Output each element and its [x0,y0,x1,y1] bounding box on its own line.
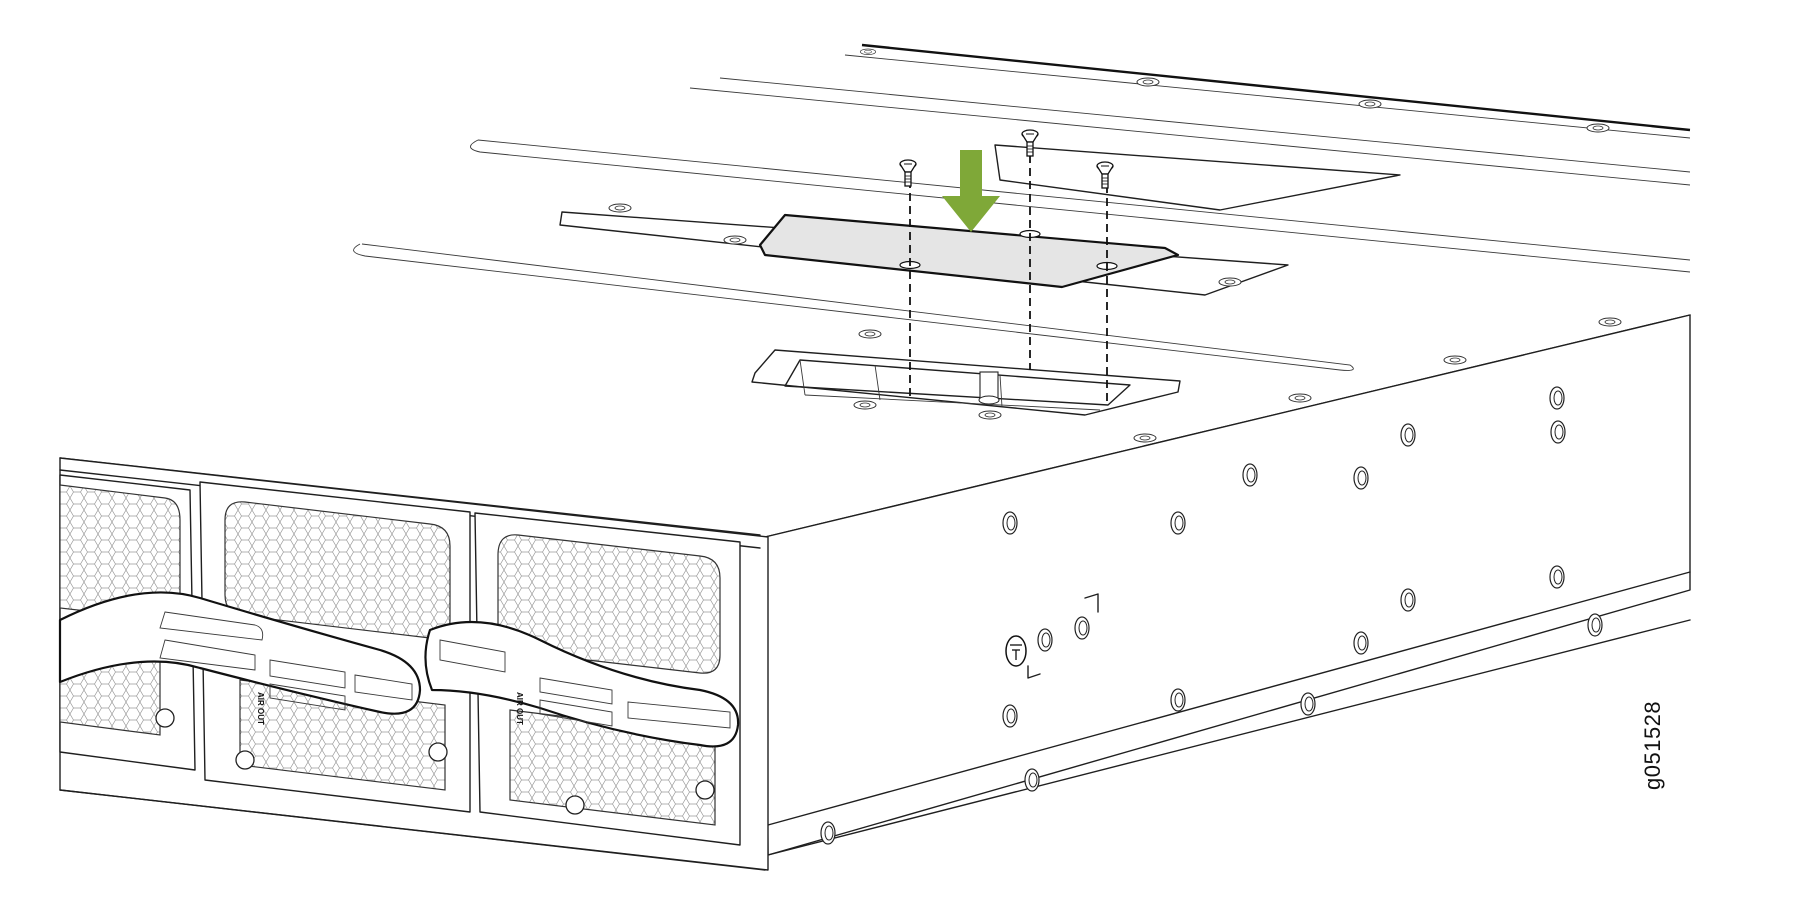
down-arrow-icon [942,150,1000,232]
air-out-label-2: AIR OUT [515,692,524,725]
side-panel [764,314,1691,856]
alignment-lines [909,155,1108,405]
fan-tray-handle-1 [58,591,422,715]
ground-symbol-icon [1005,635,1027,667]
fan-tray-handle-2 [424,620,740,748]
figure-code-label: g051528 [1640,700,1665,790]
air-out-label-1: AIR OUT [256,692,265,725]
recessed-opening [751,349,1181,416]
